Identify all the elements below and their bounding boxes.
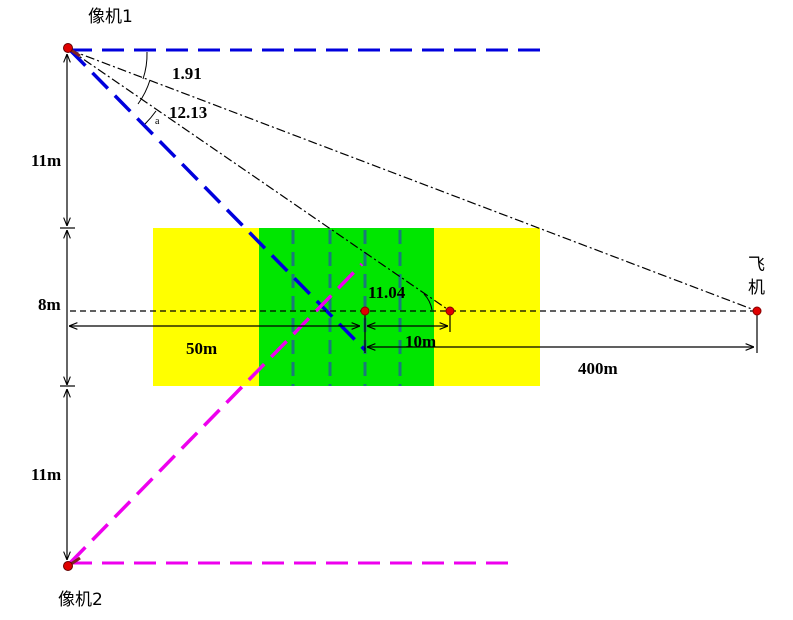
angle-marker-label: a [155, 116, 160, 127]
aircraft-label-bottom: 机 [748, 278, 765, 298]
aircraft-point [752, 306, 762, 316]
aircraft-label-top: 飞 [748, 255, 765, 275]
dist-label-50m: 50m [186, 339, 217, 358]
camera1-icon [63, 43, 81, 58]
camera2-view-line [68, 262, 364, 565]
target-point [445, 306, 455, 316]
angle-label-large: 12.13 [169, 103, 207, 122]
camera2-icon [63, 556, 81, 571]
camera1-label: 像机1 [88, 7, 133, 27]
angle-label-target: 11.04 [368, 283, 406, 302]
green-zone [259, 228, 434, 386]
camera2-label: 像机2 [58, 590, 103, 610]
angle-arc-4 [423, 293, 433, 311]
dist-label-10m: 10m [405, 332, 436, 351]
sight-lines [69, 49, 758, 312]
dist-label-top: 11m [31, 151, 61, 170]
dist-label-mid: 8m [38, 295, 61, 314]
angle-arc-2 [137, 79, 151, 105]
camera1-view-line [68, 48, 367, 352]
dist-label-400m: 400m [578, 359, 618, 378]
origin-point [360, 306, 370, 316]
vertical-dimensions [60, 54, 75, 560]
sight-line-aircraft [69, 49, 758, 312]
sight-line-target [69, 49, 451, 312]
angle-label-small: 1.91 [172, 64, 202, 83]
angle-arc-3 [144, 110, 157, 125]
dist-label-bottom: 11m [31, 465, 61, 484]
angle-arc-1 [142, 51, 148, 80]
